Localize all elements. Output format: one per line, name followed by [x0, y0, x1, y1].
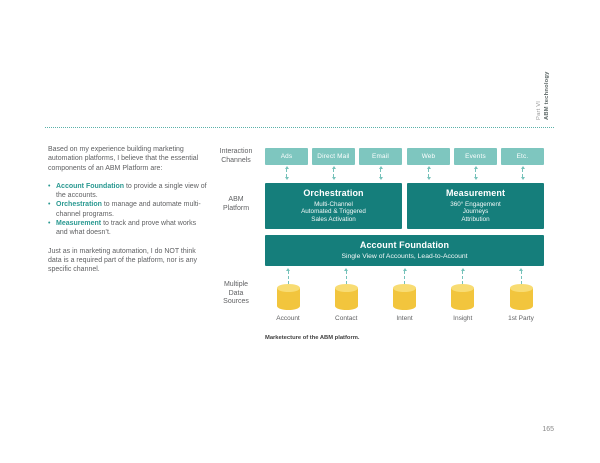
up-arrow-icon: [286, 267, 290, 284]
connector-cell: [407, 165, 450, 181]
measurement-line: 360° Engagement: [450, 200, 501, 208]
bullet-measurement: • Measurement to track and prove what wor…: [48, 219, 208, 238]
data-source-1st-party: 1st Party: [498, 267, 544, 322]
up-arrow-icon: [460, 267, 465, 284]
data-source-label: Contact: [335, 314, 358, 322]
top-dotted-divider: [45, 127, 554, 128]
account-foundation-title: Account Foundation: [359, 240, 450, 251]
orchestration-line: Automated & Triggered: [301, 208, 366, 216]
bullet-rest: to provide a single view of the accounts…: [56, 182, 207, 200]
channels-group-left: Ads Direct Mail Email: [265, 148, 402, 165]
row-label-interaction-channels: Interaction Channels: [219, 148, 253, 164]
row-label-abm-platform: ABM Platform: [222, 196, 250, 212]
orchestration-box: Orchestration Multi-Channel Automated & …: [265, 183, 402, 230]
channel-box-direct-mail: Direct Mail: [312, 148, 355, 165]
double-arrow-icon: [284, 166, 289, 180]
row-label-multiple-data-sources: Multiple Data Sources: [223, 281, 249, 306]
connector-cell: [359, 165, 402, 181]
data-source-label: 1st Party: [508, 314, 534, 322]
up-arrow-icon: [402, 267, 407, 284]
database-cylinder-icon: [334, 283, 358, 310]
bullet-term: Account Foundation: [56, 182, 125, 190]
sidebar-section-title: ABM technology: [544, 71, 550, 120]
bullet-rest: to track and prove what works and what d…: [56, 220, 197, 237]
platform-boxes-row: Orchestration Multi-Channel Automated & …: [265, 183, 544, 230]
data-sources-row: Account Contact Intent Insight 1st Party: [265, 267, 544, 322]
connector-group-right: [407, 165, 544, 181]
database-cylinder-icon: [276, 283, 300, 310]
orchestration-line: Sales Activation: [311, 215, 356, 223]
figure-caption: Marketecture of the ABM platform.: [265, 335, 360, 341]
channel-box-email: Email: [359, 148, 402, 165]
database-cylinder-icon: [393, 283, 416, 310]
channel-box-ads: Ads: [265, 148, 308, 165]
bullet-account-foundation: • Account Foundation to provide a single …: [48, 182, 208, 201]
database-cylinder-icon: [451, 283, 475, 310]
bullet-marker: •: [48, 201, 51, 209]
connector-cell: [265, 165, 308, 181]
page-number: 165: [542, 426, 554, 433]
channel-box-events: Events: [454, 148, 497, 165]
channel-platform-connectors: [265, 165, 544, 181]
account-foundation-subtitle: Single View of Accounts, Lead-to-Account: [341, 252, 468, 260]
connector-cell: [312, 165, 355, 181]
double-arrow-icon: [473, 166, 478, 180]
intro-paragraph: Based on my experience building marketin…: [48, 146, 199, 172]
database-cylinder-icon: [509, 283, 533, 310]
data-source-label: Insight: [453, 314, 473, 322]
bullet-term: Orchestration: [56, 201, 102, 209]
channels-group-right: Web Events Etc.: [407, 148, 544, 165]
data-source-account: Account: [265, 267, 311, 322]
outro-paragraph: Just as in marketing automation, I do NO…: [48, 247, 198, 274]
channel-box-etc: Etc.: [501, 148, 544, 165]
connector-group-left: [265, 165, 402, 181]
account-foundation-bar: Account Foundation Single View of Accoun…: [265, 235, 544, 266]
channel-box-web: Web: [407, 148, 450, 165]
bullet-marker: •: [48, 182, 51, 190]
rotated-sidebar: Part VI ABM technology: [535, 56, 555, 120]
double-arrow-icon: [426, 166, 431, 180]
orchestration-title: Orchestration: [303, 188, 364, 198]
bullet-orchestration: • Orchestration to manage and automate mu…: [48, 200, 208, 219]
double-arrow-icon: [378, 166, 383, 180]
bullet-term: Measurement: [56, 220, 102, 228]
double-arrow-icon: [331, 166, 336, 180]
connector-cell: [454, 165, 497, 181]
measurement-line: Attribution: [461, 215, 490, 223]
component-bullet-list: • Account Foundation to provide a single …: [48, 182, 208, 238]
double-arrow-icon: [520, 166, 525, 180]
data-source-contact: Contact: [323, 267, 369, 322]
channels-row: Ads Direct Mail Email Web Events Etc.: [265, 148, 544, 165]
sidebar-part-label: Part VI: [536, 100, 542, 120]
data-source-label: Intent: [396, 314, 413, 322]
up-arrow-icon: [519, 267, 523, 284]
measurement-title: Measurement: [445, 188, 506, 198]
body-text-column: Based on my experience building marketin…: [48, 145, 208, 284]
measurement-box: Measurement 360° Engagement Journeys Att…: [407, 183, 544, 230]
data-source-label: Account: [276, 314, 300, 322]
data-source-intent: Intent: [382, 267, 428, 322]
orchestration-line: Multi-Channel: [314, 200, 353, 208]
up-arrow-icon: [344, 267, 349, 284]
marketecture-diagram: Ads Direct Mail Email Web Events Etc.: [265, 148, 544, 322]
connector-cell: [501, 165, 544, 181]
bullet-rest: to manage and automate multi-channel pro…: [56, 201, 201, 218]
measurement-line: Journeys: [462, 208, 489, 216]
bullet-marker: •: [48, 220, 51, 228]
data-source-insight: Insight: [440, 267, 486, 322]
